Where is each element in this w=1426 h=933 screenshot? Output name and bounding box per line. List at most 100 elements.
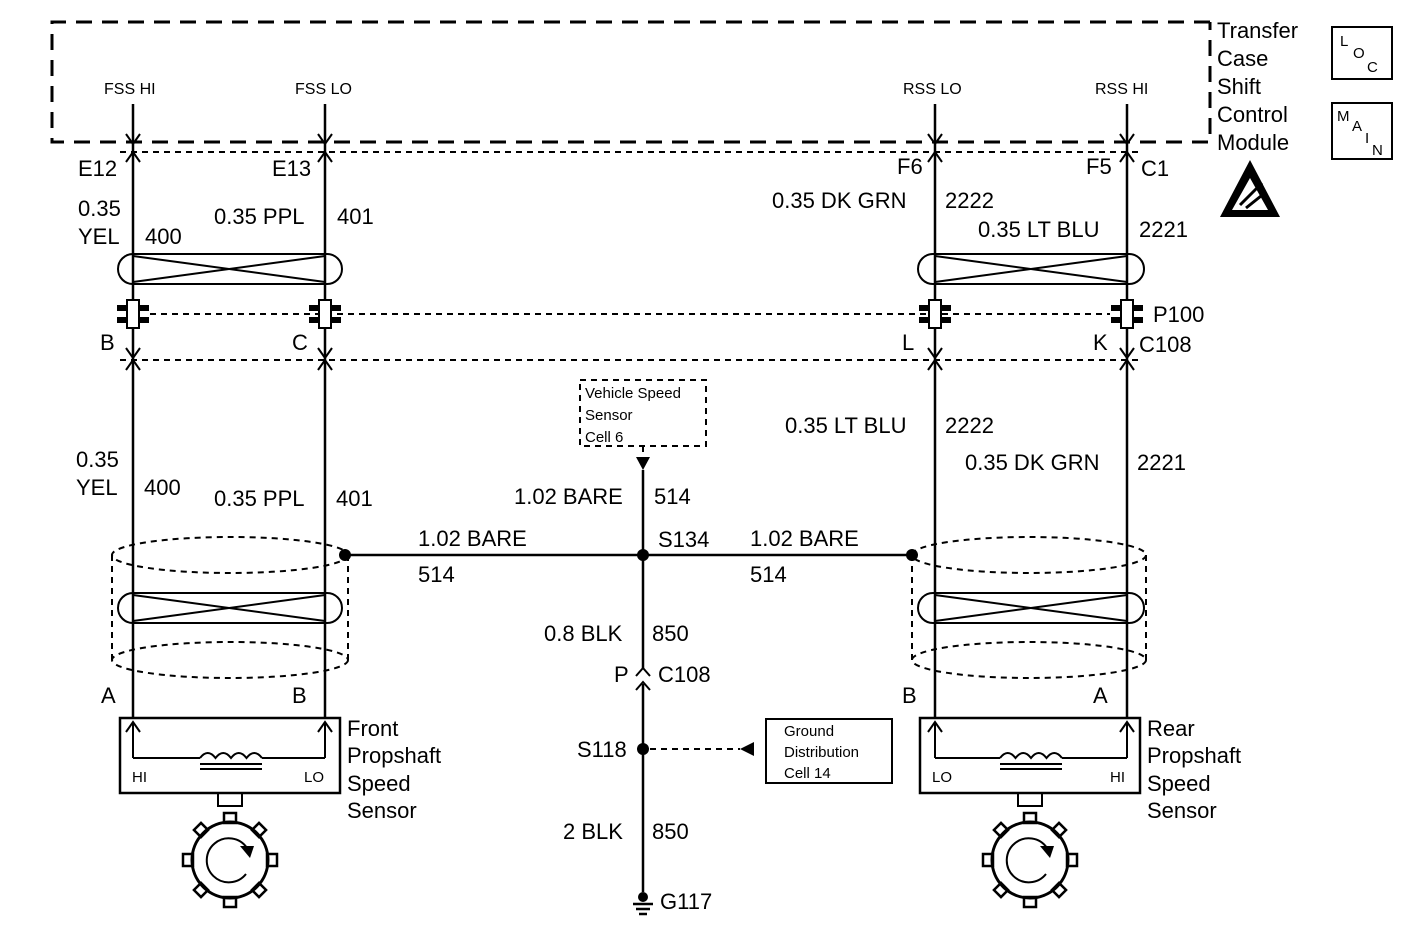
front-sensor-name-4: Sensor — [347, 798, 417, 823]
ground-ref-line-2: Distribution — [784, 744, 859, 761]
connector-c108-lower: C108 — [658, 662, 711, 687]
pin-fss-hi: FSS HI — [104, 81, 156, 98]
front-sensor-name-1: Front — [347, 716, 398, 741]
rear-propshaft-speed-sensor: LO HI — [918, 716, 1142, 807]
front-sensor-lo: LO — [304, 769, 324, 786]
connector-b-upper: B — [100, 330, 115, 355]
twisted-pair-rear-upper — [917, 253, 1145, 285]
shielded-pair-front — [111, 536, 349, 679]
pin-rss-lo: RSS LO — [903, 81, 962, 98]
connector-front-b: B — [292, 683, 307, 708]
splice-s118: S118 — [577, 737, 627, 762]
connector-c108: C108 — [1139, 332, 1192, 357]
bare-left-circuit: 514 — [418, 562, 455, 587]
ground-ref-line-3: Cell 14 — [784, 765, 831, 782]
transfer-case-shift-control-module: Transfer Case Shift Control Module FSS H… — [50, 18, 1298, 155]
pin-rss-hi: RSS HI — [1095, 81, 1148, 98]
loc-letter-c: C — [1367, 59, 1378, 76]
rear-sensor-lo: LO — [932, 769, 952, 786]
shielded-pair-rear — [911, 536, 1147, 679]
main-badge: M A I N — [1331, 102, 1393, 160]
wire-2222-lower-spec: 0.35 LT BLU — [785, 413, 906, 438]
bare-right-spec: 1.02 BARE — [750, 526, 859, 551]
splice-s134-dot — [637, 549, 649, 561]
wire-400-lower-circuit: 400 — [144, 475, 181, 500]
connector-e12: E12 — [78, 156, 117, 181]
connector-c1: C1 — [1141, 156, 1169, 181]
blk-upper-spec: 0.8 BLK — [544, 621, 623, 646]
loc-letter-o: O — [1353, 45, 1365, 62]
wire-2221-lower-spec: 0.35 DK GRN — [965, 450, 1100, 475]
main-letter-n: N — [1372, 142, 1383, 159]
splice-s134: S134 — [658, 527, 709, 552]
connector-c: C — [292, 330, 308, 355]
front-sensor-name-3: Speed — [347, 771, 411, 796]
connector-e13: E13 — [272, 156, 311, 181]
wire-400-upper-circuit: 400 — [145, 224, 182, 249]
connector-p100: P100 — [1153, 302, 1204, 327]
wire-400-upper-gauge: 0.35 — [78, 196, 121, 221]
rear-sensor-name-1: Rear — [1147, 716, 1195, 741]
module-name-line-4: Control — [1217, 102, 1288, 127]
esd-warning-icon — [1220, 160, 1280, 217]
splice-s118-dot — [637, 743, 649, 755]
blk-lower-spec: 2 BLK — [563, 819, 623, 844]
main-letter-m: M — [1337, 108, 1350, 125]
pin-fss-lo: FSS LO — [295, 81, 352, 98]
blk-upper-circuit: 850 — [652, 621, 689, 646]
rear-sensor-name-4: Sensor — [1147, 798, 1217, 823]
bare-vertical-spec: 1.02 BARE — [514, 484, 623, 509]
bare-vertical-circuit: 514 — [654, 484, 691, 509]
twisted-pair-front-upper — [117, 253, 343, 285]
loc-badge: L O C — [1331, 26, 1393, 80]
wire-2221-upper-spec: 0.35 LT BLU — [978, 217, 1099, 242]
front-propshaft-speed-sensor: HI LO — [118, 716, 342, 807]
connector-front-a: A — [101, 683, 116, 708]
rear-reluctor-wheel-icon — [981, 811, 1079, 909]
drain-wire-network — [339, 470, 918, 668]
wire-2221-upper-circuit: 2221 — [1139, 217, 1188, 242]
module-name-line-2: Case — [1217, 46, 1268, 71]
connector-p: P — [614, 662, 629, 687]
module-name-line-1: Transfer — [1217, 18, 1298, 43]
vss-ref-line-3: Cell 6 — [585, 429, 623, 446]
rear-sensor-name-2: Propshaft — [1147, 743, 1241, 768]
wire-2222-upper-circuit: 2222 — [945, 188, 994, 213]
ground-ref-line-1: Ground — [784, 723, 834, 740]
front-reluctor-wheel-icon — [181, 811, 279, 909]
wire-2221-lower-circuit: 2221 — [1137, 450, 1186, 475]
ground-symbol-icon — [633, 892, 653, 916]
wire-401-lower-spec: 0.35 PPL — [214, 486, 305, 511]
wire-400-upper-color: YEL — [78, 224, 120, 249]
wire-400-lower-color: YEL — [76, 475, 118, 500]
ground-distribution-reference: Ground Distribution Cell 14 — [765, 718, 893, 784]
wire-401-upper-spec: 0.35 PPL — [214, 204, 305, 229]
wire-400-lower-gauge: 0.35 — [76, 447, 119, 472]
connector-f5: F5 — [1086, 154, 1112, 179]
bare-left-spec: 1.02 BARE — [418, 526, 527, 551]
pin-arrows — [125, 133, 1135, 371]
c108-ground-terminal — [635, 666, 754, 892]
front-sensor-name-2: Propshaft — [347, 743, 441, 768]
wire-runs — [131, 104, 1129, 717]
loc-letter-l: L — [1340, 33, 1348, 50]
vss-ref-line-1: Vehicle Speed — [585, 385, 681, 402]
connector-l: L — [902, 330, 914, 355]
ground-g117: G117 — [660, 889, 712, 914]
front-sensor-hi: HI — [132, 769, 147, 786]
connector-rear-a: A — [1093, 683, 1108, 708]
wire-401-upper-circuit: 401 — [337, 204, 374, 229]
rear-sensor-name-3: Speed — [1147, 771, 1211, 796]
connector-f6: F6 — [897, 154, 923, 179]
blk-lower-circuit: 850 — [652, 819, 689, 844]
wire-2222-lower-circuit: 2222 — [945, 413, 994, 438]
p100-terminals — [117, 299, 1143, 329]
vss-ref-line-2: Sensor — [585, 407, 633, 424]
wire-2222-upper-spec: 0.35 DK GRN — [772, 188, 907, 213]
bare-right-circuit: 514 — [750, 562, 787, 587]
main-letter-a: A — [1352, 118, 1362, 135]
wire-401-lower-circuit: 401 — [336, 486, 373, 511]
rear-sensor-hi: HI — [1110, 769, 1125, 786]
main-letter-i: I — [1365, 130, 1369, 147]
